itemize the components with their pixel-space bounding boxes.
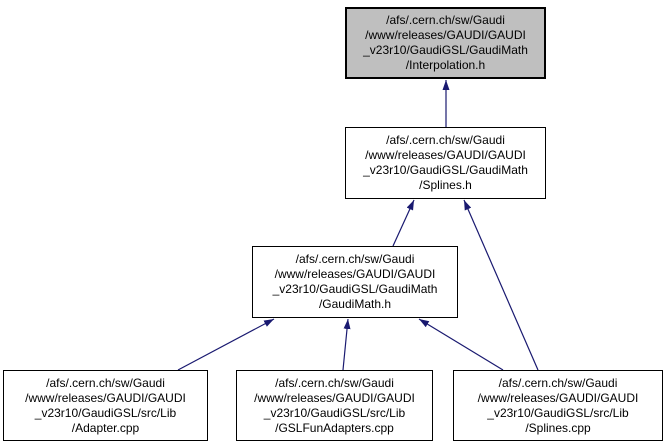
- node-label-line: /www/releases/GAUDI/GAUDI: [365, 28, 526, 42]
- node-label-line: /afs/.cern.ch/sw/Gaudi: [498, 376, 618, 390]
- node-label-line: /afs/.cern.ch/sw/Gaudi: [295, 252, 415, 266]
- graph-node-adapter-cpp[interactable]: /afs/.cern.ch/sw/Gaudi /www/releases/GAU…: [3, 370, 208, 441]
- node-label-line: _v23r10/GaudiGSL/GaudiMath: [272, 282, 438, 296]
- node-label-line: /GSLFunAdapters.cpp: [275, 421, 394, 435]
- node-label-line: /www/releases/GAUDI/GAUDI: [274, 267, 436, 281]
- graph-node-interpolation-h: /afs/.cern.ch/sw/Gaudi /www/releases/GAU…: [345, 7, 546, 79]
- node-label-line: /Splines.h: [419, 178, 472, 192]
- node-label-line: _v23r10/GaudiGSL/src/Lib: [34, 406, 177, 420]
- edge-splines-cpp-to-splines-h: [463, 199, 539, 371]
- node-label-line: /GaudiMath.h: [318, 297, 392, 311]
- edge-gslfunadapters-cpp-to-gaudimath-h: [342, 318, 351, 371]
- edge-splines-cpp-to-gaudimath-h: [418, 318, 504, 371]
- graph-node-splines-h[interactable]: /afs/.cern.ch/sw/Gaudi /www/releases/GAU…: [345, 127, 546, 199]
- node-label-line: /Splines.cpp: [525, 421, 591, 435]
- node-label-line: /afs/.cern.ch/sw/Gaudi: [275, 376, 394, 390]
- edge-adapter-cpp-to-gaudimath-h: [177, 318, 275, 371]
- node-label-line: /www/releases/GAUDI/GAUDI: [365, 148, 526, 162]
- graph-node-gaudimath-h[interactable]: /afs/.cern.ch/sw/Gaudi /www/releases/GAU…: [252, 246, 458, 318]
- graph-node-splines-cpp[interactable]: /afs/.cern.ch/sw/Gaudi /www/releases/GAU…: [453, 370, 663, 441]
- node-label-line: _v23r10/GaudiGSL/src/Lib: [263, 406, 406, 420]
- node-label-line: /www/releases/GAUDI/GAUDI: [477, 391, 639, 405]
- edge-gaudimath-h-to-splines-h: [392, 199, 415, 247]
- node-label-line: /Adapter.cpp: [71, 421, 140, 435]
- node-label-line: _v23r10/GaudiGSL/GaudiMath: [363, 43, 528, 57]
- node-label-line: /www/releases/GAUDI/GAUDI: [25, 391, 186, 405]
- node-label-line: /afs/.cern.ch/sw/Gaudi: [386, 133, 505, 147]
- node-label-line: /Interpolation.h: [405, 58, 486, 72]
- node-label-line: /www/releases/GAUDI/GAUDI: [254, 391, 415, 405]
- node-label-line: /afs/.cern.ch/sw/Gaudi: [46, 376, 165, 390]
- node-label-line: _v23r10/GaudiGSL/GaudiMath: [363, 163, 528, 177]
- node-label-line: _v23r10/GaudiGSL/src/Lib: [487, 406, 629, 420]
- node-label-line: /afs/.cern.ch/sw/Gaudi: [386, 13, 505, 27]
- graph-node-gslfunadapters-cpp[interactable]: /afs/.cern.ch/sw/Gaudi /www/releases/GAU…: [236, 370, 433, 441]
